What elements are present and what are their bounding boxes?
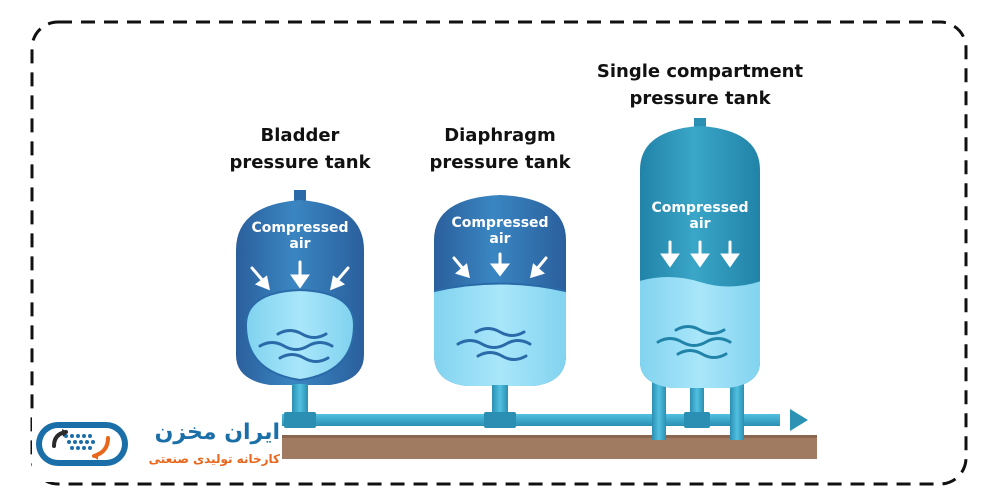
diaphragm-water: [434, 283, 566, 386]
bladder-tank: [236, 190, 364, 428]
ground-top-line: [180, 435, 817, 438]
bladder-title-line1: Bladder: [260, 125, 340, 146]
diaphragm-title-line2: pressure tank: [429, 152, 571, 173]
single-compartment-tank-title: Single compartment pressure tank: [585, 58, 815, 112]
single-inner-label: Compressed air: [640, 200, 760, 232]
diaphragm-tank: [434, 195, 566, 428]
single-title-line1: Single compartment: [596, 61, 804, 82]
single-compartment-water: [640, 277, 760, 388]
diaphragm-inner-line1: Compressed: [451, 215, 549, 231]
single-compartment-tank: [640, 118, 760, 440]
single-inner-line2: air: [689, 216, 711, 232]
diaphragm-title-line1: Diaphragm: [444, 125, 556, 146]
bladder-inner-line2: air: [289, 236, 311, 252]
logo-tagline-text: کارخانه تولیدی صنعتی: [148, 452, 280, 466]
single-title-line2: pressure tank: [629, 88, 771, 109]
bladder-inner-label: Compressed air: [240, 220, 360, 252]
bladder-tank-title: Bladder pressure tank: [220, 122, 380, 176]
bladder-title-line2: pressure tank: [229, 152, 371, 173]
diaphragm-tank-title: Diaphragm pressure tank: [415, 122, 585, 176]
logo-brand-text: ایران مخزن: [154, 420, 280, 445]
bladder-inner-line1: Compressed: [251, 220, 349, 236]
brand-logo: ایران مخزن کارخانه تولیدی صنعتی: [32, 412, 282, 482]
single-inner-line1: Compressed: [651, 200, 749, 216]
flow-arrow-icon: [790, 409, 808, 431]
ground-strip: [180, 437, 817, 459]
logo-emblem-icon: [36, 422, 128, 466]
dashed-frame: [30, 20, 968, 486]
diaphragm-inner-line2: air: [489, 231, 511, 247]
diaphragm-inner-label: Compressed air: [440, 215, 560, 247]
